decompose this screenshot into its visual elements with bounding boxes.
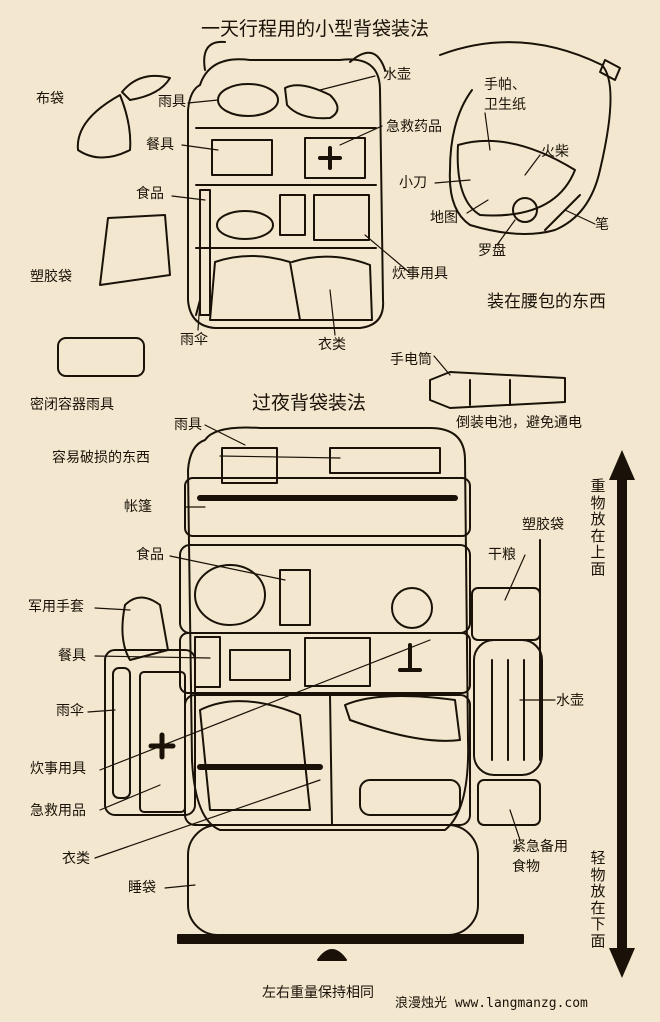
overnight-food-label: 食品: [136, 547, 164, 563]
overnight-clothing-label: 衣类: [62, 851, 90, 867]
sealed-container-label: 密闭容器雨具: [30, 397, 114, 413]
clothing-label: 衣类: [318, 337, 346, 353]
overnight-pack-drawing: [104, 426, 543, 936]
cloth-bag-label: 布袋: [36, 91, 64, 107]
first-aid-supplies-label: 急救用品: [30, 803, 86, 819]
pen-label: 笔: [595, 217, 609, 233]
map-label: 地图: [430, 210, 458, 226]
overnight-water-bottle-label: 水壶: [556, 693, 584, 709]
umbrella-label: 雨伞: [180, 332, 208, 348]
weight-axis-arrow: [609, 450, 635, 978]
food-label: 食品: [136, 186, 164, 202]
day-pack-title: 一天行程用的小型背袋装法: [201, 18, 430, 40]
overnight-umbrella-label: 雨伞: [56, 703, 84, 719]
tableware-label: 餐具: [146, 137, 174, 153]
sealed-container-drawing: [57, 337, 145, 377]
overnight-cooking-gear-label: 炊事用具: [30, 761, 86, 777]
overnight-rain-gear-label: 雨具: [174, 417, 202, 433]
day-pack-drawing: [187, 40, 386, 329]
tissue-label: 卫生纸: [484, 97, 526, 113]
emergency-food-label-line2: 食物: [512, 859, 540, 875]
compass-label: 罗盘: [478, 243, 506, 259]
sleeping-bag-label: 睡袋: [128, 880, 156, 896]
watermark: 浪漫烛光 www.langmanzg.com: [395, 996, 588, 1011]
tent-label: 帐篷: [124, 499, 152, 515]
military-gloves-label: 军用手套: [28, 599, 84, 615]
overnight-pack-title: 过夜背袋装法: [252, 392, 367, 414]
leader-lines: [87, 75, 596, 889]
handkerchief-label: 手帕、: [484, 77, 526, 93]
knife-label: 小刀: [399, 175, 427, 191]
plastic-bag-drawing: [99, 214, 171, 286]
cooking-gear-label: 炊事用具: [392, 266, 448, 282]
overnight-tableware-label: 餐具: [58, 648, 86, 664]
overnight-plastic-bag-label: 塑胶袋: [522, 517, 564, 533]
flashlight-drawing: [429, 371, 566, 409]
battery-note-label: 倒装电池，避免通电: [456, 415, 582, 431]
flashlight-label: 手电筒: [390, 352, 432, 368]
first-aid-label: 急救药品: [386, 119, 442, 135]
plastic-bag-label: 塑胶袋: [30, 269, 72, 285]
heavy-on-top-text: 重物放在上面: [590, 477, 606, 578]
cloth-bag-drawing: [76, 74, 171, 159]
balance-note-label: 左右重量保持相同: [262, 985, 374, 1001]
rain-gear-label: 雨具: [158, 94, 186, 110]
waist-pack-drawing: [439, 41, 621, 235]
emergency-food-label-line1: 紧急备用: [512, 839, 568, 855]
water-bottle-label: 水壶: [383, 67, 411, 83]
fragile-items-label: 容易破损的东西: [52, 450, 150, 466]
matches-label: 火柴: [541, 144, 569, 160]
dry-food-label: 干粮: [488, 547, 516, 563]
waist-pack-title: 装在腰包的东西: [487, 292, 606, 312]
light-on-bottom-text: 轻物放在下面: [590, 849, 606, 950]
balance-base-drawing: [177, 934, 524, 961]
